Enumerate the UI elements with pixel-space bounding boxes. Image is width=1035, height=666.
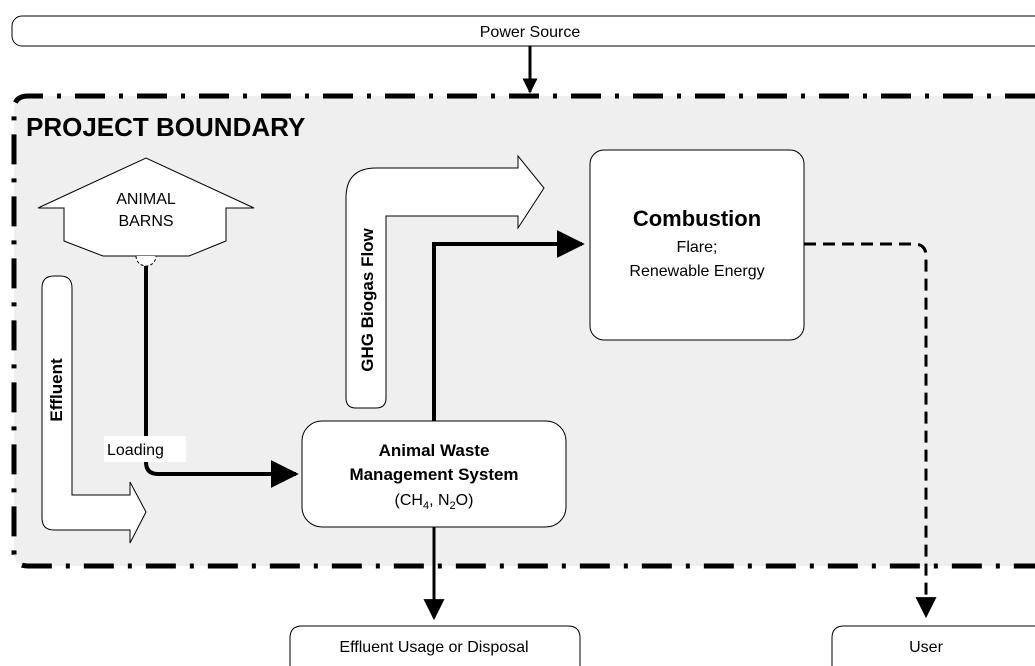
power-source-node: Power Source [11,15,1035,47]
effluent-usage-box [289,625,581,666]
power-source-box [11,15,1035,47]
animal-barns-node: ANIMAL BARNS [37,157,255,267]
awms-gases: (CH4, N2O) [395,492,474,512]
awms-line2: Management System [349,465,518,484]
loading-flow-line [144,266,299,488]
effluent-usage-node: Effluent Usage or Disposal [289,625,581,666]
combustion-title: Combustion [633,206,761,231]
effluent-usage-label: Effluent Usage or Disposal [339,639,528,656]
ghg-arrow-label: GHG Biogas Flow [358,227,377,371]
combustion-node: Combustion Flare; Renewable Energy [589,149,805,341]
animal-barns-line2: BARNS [118,213,173,230]
ghg-arrow-shape [345,154,545,409]
ghg-biogas-flow-arrow: GHG Biogas Flow [345,154,545,409]
loading-label: Loading [107,442,164,459]
project-boundary-label: PROJECT BOUNDARY [26,112,305,142]
animal-barns-shape [37,157,255,257]
user-label: User [909,639,943,656]
effluent-arrow-label: Effluent [47,358,66,422]
awms-node: Animal Waste Management System (CH4, N2O… [301,420,567,528]
effluent-flow-arrow: Effluent [41,275,147,544]
energy-to-user-line [804,242,937,619]
power-source-label: Power Source [480,24,581,41]
user-box [831,625,1035,666]
user-node: User [831,625,1035,666]
loading-label-bg [104,436,186,462]
combustion-line1: Flare; [677,239,718,256]
effluent-arrow-shape [41,275,147,544]
awms-line1: Animal Waste [379,441,490,460]
combustion-line2: Renewable Energy [629,263,764,280]
biogas-flow-line [432,230,585,421]
animal-barns-line1: ANIMAL [116,191,176,208]
